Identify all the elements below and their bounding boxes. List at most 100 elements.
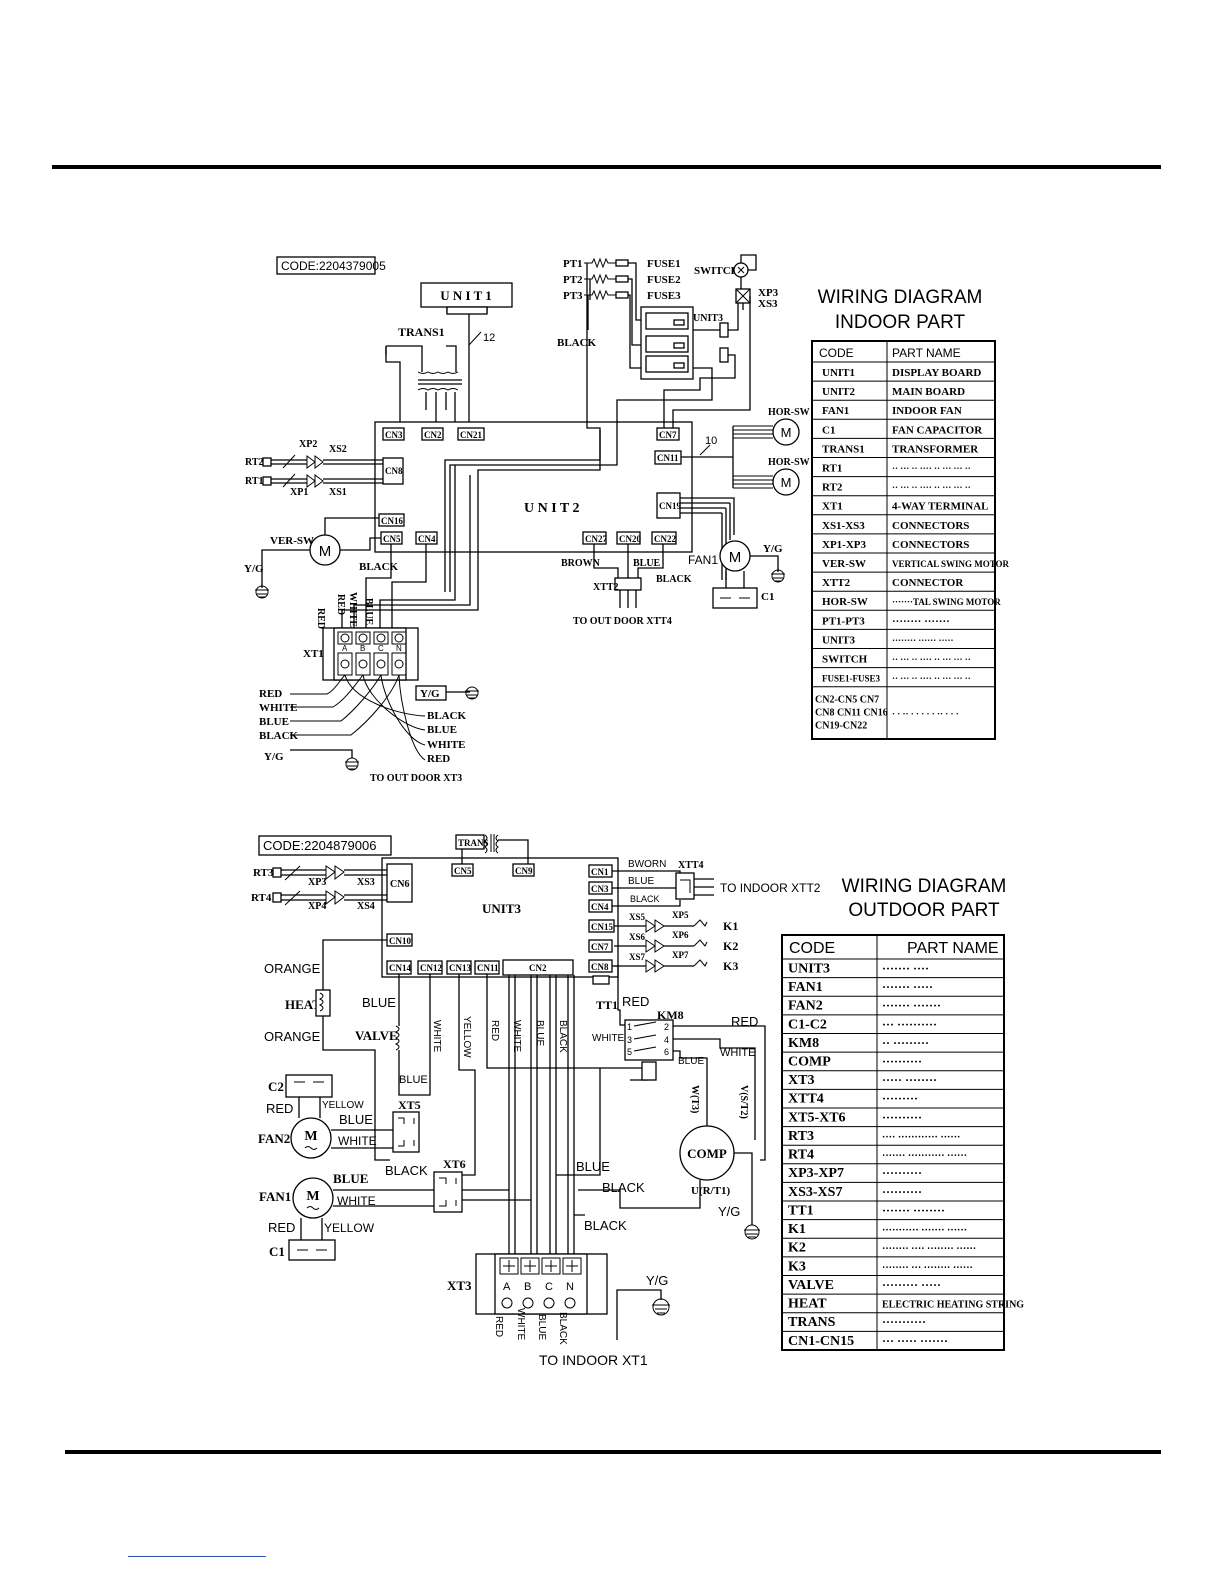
- black-wire-top: BLACK: [630, 894, 660, 904]
- outdoor-row-part: ········ ···· ········ ······: [882, 1244, 976, 1255]
- blue-wire-km8: BLUE: [678, 1056, 704, 1067]
- black-wire-low: BLACK: [584, 1218, 627, 1233]
- yg-xt1: Y/G: [420, 688, 440, 700]
- outdoor-cn9-connector: [512, 863, 535, 877]
- red-wire-bottom: RED: [493, 1316, 504, 1337]
- yellow-wire-c1: YELLOW: [324, 1221, 375, 1235]
- indoor-row-part: DISPLAY BOARD: [892, 367, 981, 379]
- c1-label: C1: [761, 591, 774, 603]
- indoor-row-part: ·······TAL SWING MOTOR: [892, 597, 1001, 607]
- fan1-motor-m: M: [306, 1189, 319, 1204]
- outdoor-cn10-label: CN10: [389, 936, 411, 946]
- xtt2-connector: [614, 577, 642, 591]
- pt3-label: PT3: [563, 290, 583, 302]
- outdoor-row-code: VALVE: [788, 1278, 834, 1293]
- brown-wire: BROWN: [561, 558, 601, 569]
- fan2-label: FAN2: [258, 1131, 290, 1146]
- outdoor-code-box: [258, 835, 392, 856]
- white-left: WHITE: [259, 702, 298, 714]
- rt4-label: RT4: [251, 892, 272, 904]
- cn5-label: CN5: [383, 534, 401, 544]
- fan1-motor-outdoor: [292, 1177, 334, 1219]
- k3-label: K3: [723, 959, 738, 973]
- outdoor-row-part: ··········: [882, 1185, 922, 1199]
- xt1-n: N: [396, 644, 402, 653]
- indoor-row-part: CONNECTORS: [892, 520, 969, 532]
- hor-sw-motor-2: [772, 468, 800, 496]
- yellow-wire-c2: YELLOW: [322, 1100, 364, 1111]
- outdoor-cn12-label: CN12: [420, 963, 442, 973]
- cn7-connector: [656, 427, 680, 441]
- outdoor-title-line2: OUTDOOR PART: [848, 900, 1000, 921]
- indoor-table-header-code: CODE: [819, 346, 854, 360]
- rt3-rt4-thermistors: [272, 865, 387, 906]
- outdoor-row-part: ······· ····: [882, 961, 929, 975]
- ground-symbol-comp: [744, 1224, 760, 1240]
- indoor-row-code: UNIT3: [822, 634, 856, 646]
- cn19-connector: [656, 492, 681, 519]
- blue-right: BLUE: [427, 724, 457, 736]
- red-wire-v1: RED: [315, 608, 326, 629]
- outdoor-xp3-label: XP3: [308, 877, 326, 888]
- hor-sw-label-2: HOR-SW: [768, 457, 810, 468]
- black-wire-xt6: BLACK: [385, 1163, 428, 1178]
- switch-label: SWITCH: [694, 265, 740, 277]
- indoor-title-line2: INDOOR PART: [835, 312, 966, 333]
- white-wire-km8: WHITE: [592, 1033, 625, 1044]
- blue-wire-valve: BLUE: [399, 1074, 428, 1086]
- outdoor-row-part: ··········: [882, 1055, 922, 1069]
- indoor-row-part: CONNECTOR: [892, 577, 964, 589]
- xs7-label: XS7: [629, 952, 646, 962]
- outdoor-title-line1: WIRING DIAGRAM: [842, 876, 1007, 897]
- outdoor-row-code: XT5-XT6: [788, 1110, 846, 1125]
- rt3-label: RT3: [253, 867, 274, 879]
- xt1-a: A: [342, 644, 348, 653]
- xt5-terminal: [392, 1111, 420, 1153]
- trans-box: [455, 834, 485, 850]
- indoor-row-code: XT1: [822, 501, 843, 513]
- xp6-label: XP6: [672, 930, 689, 940]
- outdoor-row-code: K1: [788, 1222, 806, 1237]
- outdoor-xs4-label: XS4: [357, 901, 375, 912]
- xp7-label: XP7: [672, 950, 689, 960]
- wire-count-10: 10: [705, 435, 717, 447]
- outdoor-row-part: ······· ··········· ······: [882, 1151, 967, 1162]
- footer-link-line: [128, 1556, 266, 1557]
- xs2-label: XS2: [329, 444, 347, 455]
- k2-label: K2: [723, 939, 738, 953]
- indoor-row-part: TRANSFORMER: [892, 443, 979, 455]
- to-indoor-xtt2: TO INDOOR XTT2: [720, 881, 821, 895]
- white-wire-fan2: WHITE: [338, 1134, 377, 1148]
- xt3-n: N: [566, 1281, 574, 1293]
- outdoor-row-part: ··········: [882, 1166, 922, 1180]
- outdoor-c1-capacitor: [288, 1239, 336, 1261]
- to-indoor-xt1: TO INDOOR XT1: [539, 1352, 648, 1368]
- xp2-label: XP2: [299, 439, 317, 450]
- outdoor-cn5-connector: [451, 863, 474, 877]
- orange-wire-2: ORANGE: [264, 1029, 321, 1044]
- hor-sw-motor-1-m: M: [781, 425, 792, 440]
- blue-wire-bottom: BLUE: [536, 1314, 547, 1340]
- xp1-label: XP1: [290, 487, 308, 498]
- indoor-row-code: VER-SW: [822, 558, 866, 570]
- cn16-label: CN16: [381, 516, 403, 526]
- outdoor-diagram: CODE:2204879006 WIRING DIAGRAM OUTDOOR P…: [251, 834, 1006, 1368]
- indoor-row-part: · · ·· · · · · · ·· · · ·: [892, 709, 959, 719]
- hor-sw-label-1: HOR-SW: [768, 407, 810, 418]
- outdoor-unit3-board: [381, 857, 619, 978]
- orange-wire-1: ORANGE: [264, 961, 321, 976]
- xtt2-label: XTT2: [593, 582, 619, 593]
- cn4-label: CN4: [418, 534, 436, 544]
- outdoor-cn4-label: CN4: [591, 902, 609, 912]
- wire-count-12: 12: [483, 332, 495, 344]
- outdoor-row-part: ····· ········: [882, 1073, 937, 1087]
- bottom-rule: [65, 1450, 1161, 1454]
- blue-wire-xt5: BLUE: [339, 1112, 373, 1127]
- outdoor-table-header-code: CODE: [789, 940, 835, 957]
- outdoor-row-code: RT4: [788, 1148, 814, 1163]
- w-t3-label: W(T3): [689, 1085, 700, 1113]
- indoor-row-code: XTT2: [822, 577, 851, 589]
- fan2-motor-m: M: [304, 1129, 317, 1144]
- cn21-label: CN21: [460, 430, 482, 440]
